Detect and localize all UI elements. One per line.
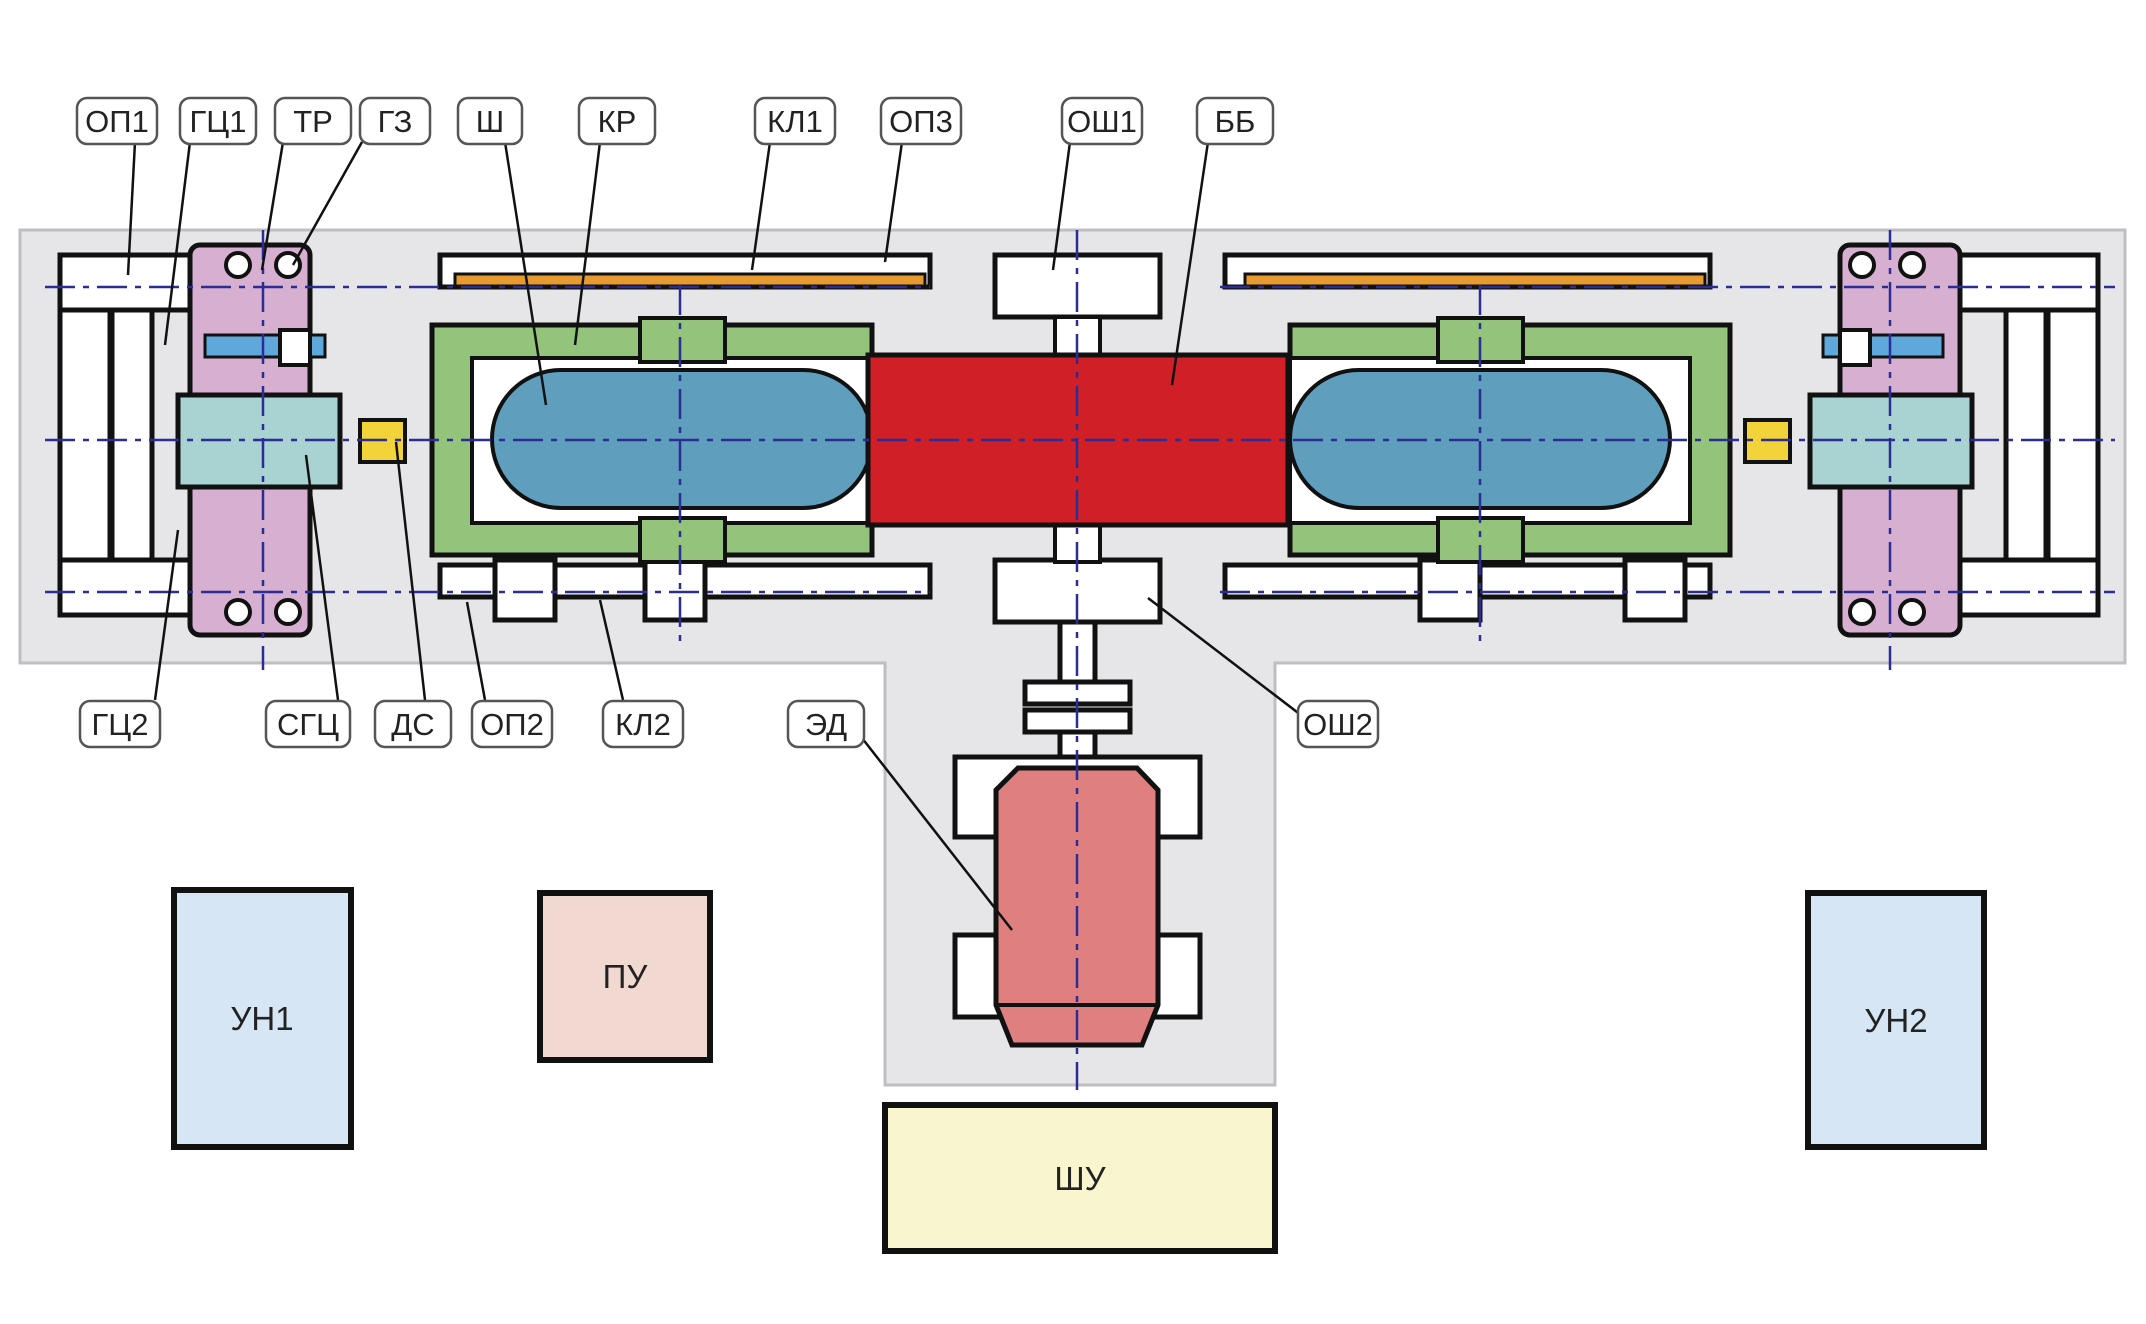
tie-rod-right <box>1243 272 1707 288</box>
tag-text: ЭД <box>805 707 847 742</box>
tag-osh2: ОШ2 <box>1296 699 1380 749</box>
tag-box <box>601 699 685 749</box>
tag-text: ОШ1 <box>1067 104 1137 139</box>
tag-text: КР <box>598 104 637 139</box>
tag-text: Ш <box>476 104 504 139</box>
tag-box <box>373 699 453 749</box>
tag-ed: ЭД <box>786 699 866 749</box>
tag-text: СГЦ <box>277 707 339 742</box>
tag-box <box>786 699 866 749</box>
tag-gc2: ГЦ2 <box>78 699 162 749</box>
tag-text: ОП2 <box>480 707 544 742</box>
tag-gz: ГЗ <box>358 96 432 146</box>
tag-box <box>264 699 352 749</box>
un1-box <box>171 887 354 1150</box>
tag-box <box>470 699 554 749</box>
tag-text: ГЦ2 <box>92 707 149 742</box>
tag-box <box>1060 96 1144 146</box>
tag-text: КЛ2 <box>615 707 671 742</box>
tag-text: ДС <box>391 707 434 742</box>
tag-box <box>456 96 524 146</box>
tag-box <box>1296 699 1380 749</box>
un1-label: УН1 <box>230 1000 293 1037</box>
tag-text: ГЦ1 <box>190 104 247 139</box>
tag-box <box>273 96 353 146</box>
leader-lines <box>126 141 1311 931</box>
tag-tr: ТР <box>273 96 353 146</box>
shu-label: ШУ <box>1054 1160 1106 1197</box>
tag-op2: ОП2 <box>470 699 554 749</box>
tag-osh1: ОШ1 <box>1060 96 1144 146</box>
tag-sh: Ш <box>456 96 524 146</box>
pu-label: ПУ <box>603 958 649 995</box>
tag-box <box>178 96 258 146</box>
tag-sgc: СГЦ <box>264 699 352 749</box>
tag-op3: ОП3 <box>879 96 963 146</box>
tag-text: ОП3 <box>889 104 953 139</box>
tag-ds: ДС <box>373 699 453 749</box>
tag-text: ГЗ <box>378 104 413 139</box>
tag-box <box>75 96 159 146</box>
tag-text: ББ <box>1215 104 1256 139</box>
tag-text: ОШ2 <box>1303 707 1373 742</box>
tag-box <box>1195 96 1275 146</box>
tag-bb: ББ <box>1195 96 1275 146</box>
un2-label: УН2 <box>1864 1002 1927 1039</box>
tag-box <box>753 96 837 146</box>
tag-kl1: КЛ1 <box>753 96 837 146</box>
tag-box <box>78 699 162 749</box>
tag-box <box>358 96 432 146</box>
un2-box <box>1805 890 1987 1150</box>
tag-text: ОП1 <box>85 104 149 139</box>
axis-lines <box>45 230 2115 1090</box>
tag-kl2: КЛ2 <box>601 699 685 749</box>
shu-box <box>882 1102 1278 1254</box>
tag-gc1: ГЦ1 <box>178 96 258 146</box>
tag-box <box>879 96 963 146</box>
tag-text: КЛ1 <box>767 104 823 139</box>
tag-kr: КР <box>577 96 657 146</box>
pu-box <box>537 890 713 1063</box>
tag-text: ТР <box>293 104 333 139</box>
tag-box <box>577 96 657 146</box>
tag-op1: ОП1 <box>75 96 159 146</box>
